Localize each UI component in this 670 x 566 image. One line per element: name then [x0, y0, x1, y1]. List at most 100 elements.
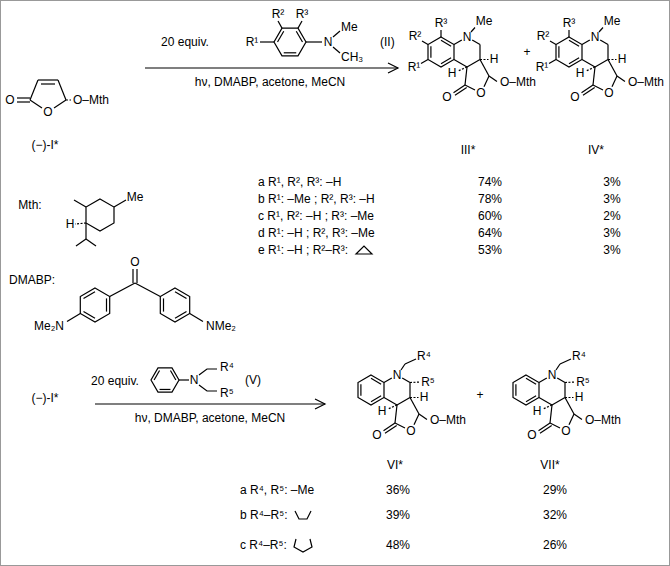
scheme-label: H [490, 53, 499, 65]
scheme-label: O [561, 425, 570, 437]
scheme-label: O–Mth [500, 76, 536, 88]
scheme-label: a R¹, R², R³: –H [258, 176, 341, 188]
scheme-label: 74% [478, 176, 502, 188]
scheme-label: CH₃ [341, 51, 363, 63]
scheme-label: O [570, 91, 579, 103]
scheme-label: DMABP: [9, 274, 55, 286]
scheme-label: 20 equiv. [161, 36, 209, 48]
scheme-label: R¹ [408, 61, 421, 73]
scheme-label: Me [127, 191, 144, 203]
scheme-label: III* [461, 144, 476, 156]
scheme-label: R² [537, 30, 550, 42]
scheme-label: O–Mth [628, 76, 664, 88]
ring-fragment-symbol [293, 509, 313, 521]
scheme-label: 39% [386, 509, 410, 521]
scheme-label: O [442, 91, 451, 103]
scheme-label: R³ [563, 17, 576, 29]
scheme-label: N [463, 31, 472, 43]
scheme-label: O [527, 429, 536, 441]
scheme-label: b R⁴–R⁵: [240, 509, 287, 521]
aniline-reagent-v [151, 368, 217, 392]
reaction-arrow [95, 63, 398, 409]
product-vii-structure [513, 359, 582, 433]
scheme-label: O [43, 106, 52, 118]
scheme-label: IV* [588, 144, 604, 156]
scheme-label: R² [272, 8, 285, 20]
scheme-label: R³ [296, 8, 309, 20]
scheme-label: 3% [603, 193, 620, 205]
scheme-label: d R¹: –H ; R², R³: –Me [258, 227, 375, 239]
scheme-label: R⁴ [220, 361, 234, 373]
scheme-label: O [406, 425, 415, 437]
scheme-label: R¹ [246, 36, 259, 48]
scheme-label: (V) [245, 374, 261, 386]
scheme-label: 26% [543, 539, 567, 551]
scheme-label: 64% [478, 227, 502, 239]
scheme-label: R² [409, 30, 422, 42]
scheme-label: c R¹, R²: –H ; R³: –Me [258, 210, 374, 222]
scheme-label: + [476, 389, 483, 401]
scheme-label: 29% [543, 484, 567, 496]
scheme-label: VI* [387, 459, 403, 471]
scheme-label: hν, DMABP, acetone, MeCN [195, 76, 346, 88]
scheme-label: N [548, 369, 557, 381]
scheme-label: O–Mth [430, 414, 466, 426]
scheme-label: 32% [543, 509, 567, 521]
dmabp-structure [67, 269, 203, 322]
scheme-label: H [378, 405, 387, 417]
scheme-label: (−)-I* [32, 139, 59, 151]
product-iv-structure [549, 28, 625, 96]
scheme-label: O–Mth [585, 414, 621, 426]
scheme-label: hν, DMABP, acetone, MeCN [135, 412, 286, 424]
scheme-label: H [66, 218, 75, 230]
scheme-label: Me [604, 15, 621, 27]
scheme-label: Me [341, 21, 358, 33]
scheme-label: H [533, 405, 542, 417]
scheme-label: R⁵ [421, 376, 435, 388]
aniline-reagent-ii [260, 21, 340, 56]
scheme-label: N [190, 374, 199, 386]
scheme-label: O [604, 87, 613, 99]
scheme-label: N [591, 31, 600, 43]
scheme-label: 60% [478, 210, 502, 222]
scheme-label: + [523, 46, 530, 58]
scheme-label: O [130, 256, 139, 268]
butenolide-structure [17, 80, 71, 108]
scheme-label: R⁵ [576, 376, 590, 388]
scheme-label: O [5, 94, 14, 106]
scheme-label: Me [476, 15, 493, 27]
scheme-label: Mth: [18, 199, 41, 211]
scheme-label: H [575, 391, 584, 403]
scheme-label: VII* [540, 459, 559, 471]
scheme-label: O–Mth [73, 94, 109, 106]
scheme-label: c R⁴–R⁵: [240, 539, 287, 551]
scheme-label: H [448, 67, 457, 79]
scheme-label: b R¹: –Me ; R², R³: –H [258, 193, 375, 205]
scheme-label: 48% [386, 539, 410, 551]
scheme-label: 3% [603, 244, 620, 256]
scheme-label: N [393, 369, 402, 381]
product-iii-structure [421, 28, 497, 96]
scheme-label: R¹ [536, 61, 549, 73]
menthyl-structure [74, 199, 126, 246]
scheme-label: 20 equiv. [91, 375, 139, 387]
scheme-label: (−)-I* [32, 392, 59, 404]
scheme-label: 53% [478, 244, 502, 256]
scheme-label: e R¹: –H ; R²–R³: [258, 244, 348, 256]
scheme-label: H [420, 391, 429, 403]
scheme-label: Me₂N [34, 320, 64, 332]
scheme-label: H [576, 67, 585, 79]
scheme-label: 2% [603, 210, 620, 222]
scheme-label: 78% [478, 193, 502, 205]
scheme-label: R³ [435, 17, 448, 29]
scheme-label: H [618, 53, 627, 65]
scheme-label: R⁴ [572, 350, 586, 362]
scheme-label: R⁴ [417, 350, 431, 362]
ring-fragment-symbol [293, 536, 313, 554]
scheme-label: R⁵ [220, 387, 234, 399]
scheme-label: (II) [380, 36, 395, 48]
cyclopropane-symbol [354, 244, 374, 256]
scheme-label: 36% [386, 484, 410, 496]
